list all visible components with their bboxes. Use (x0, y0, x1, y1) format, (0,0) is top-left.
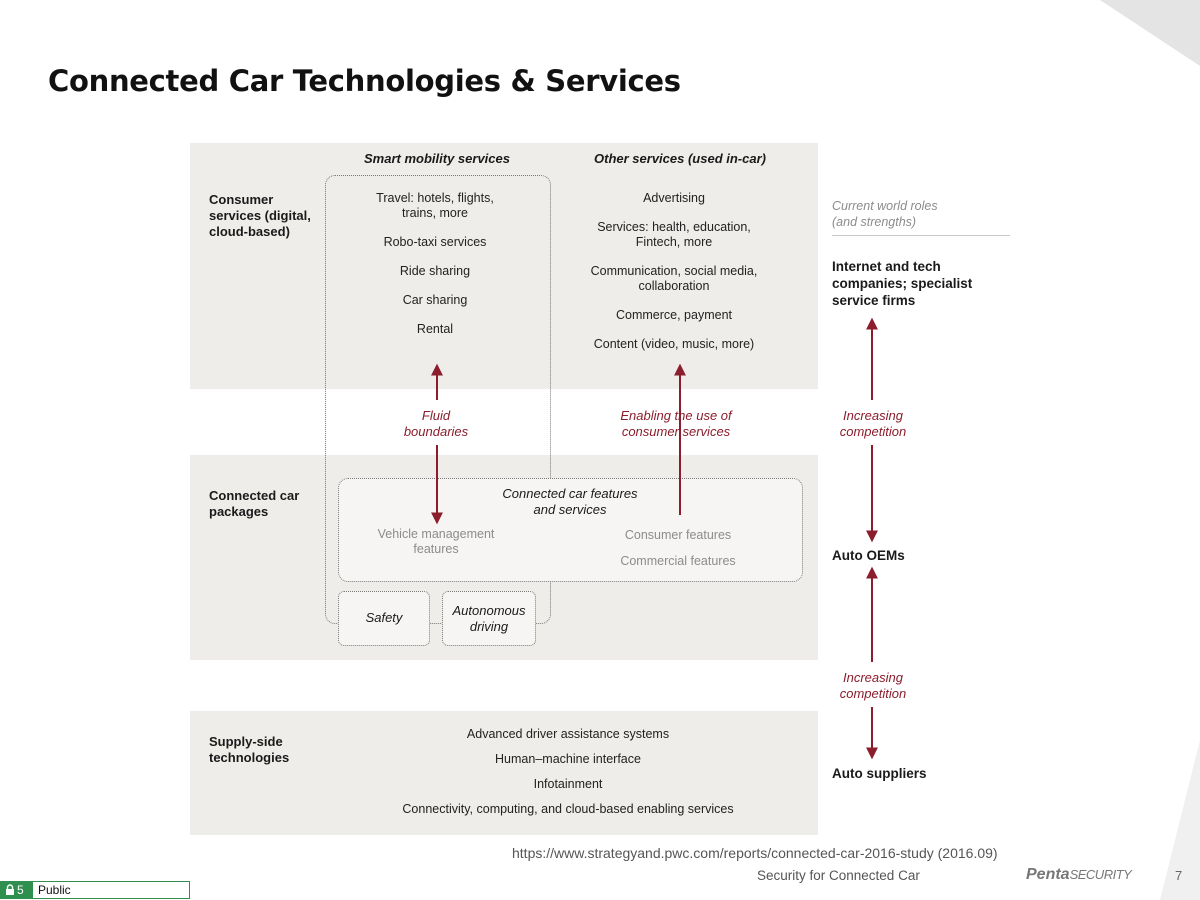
brand-logo: PentaSECURITY (1026, 866, 1132, 884)
list-item: Advanced driver assistance systems (466, 727, 670, 741)
list-item: Commerce, payment (615, 308, 732, 322)
slide-title: Connected Car Technologies & Services (48, 64, 681, 98)
supply-side-list: Advanced driver assistance systems Human… (370, 727, 766, 827)
safety-box (338, 591, 430, 646)
consumer-services-label: Consumer services (digital, cloud-based) (209, 192, 311, 239)
increasing-competition-label-2: Increasing competition (839, 670, 907, 701)
supply-panel (190, 711, 818, 835)
corner-decoration-bottom (1160, 740, 1200, 900)
brand-logo-light: SECURITY (1069, 867, 1132, 882)
corner-decoration-top (1100, 0, 1200, 66)
list-item: Robo-taxi services (383, 235, 487, 249)
footer-text: Security for Connected Car (757, 868, 920, 883)
roles-divider (832, 235, 1010, 236)
connected-features-box (338, 478, 803, 582)
classification-label: Public (38, 883, 71, 897)
autonomous-box (442, 591, 536, 646)
smart-mobility-title: Smart mobility services (364, 151, 510, 166)
fluid-boundaries-label: Fluid boundaries (403, 408, 469, 439)
roles-header: Current world roles (and strengths) (832, 199, 938, 229)
commercial-features: Commercial features (620, 554, 736, 568)
vehicle-management-features: Vehicle management features (377, 527, 495, 556)
increasing-competition-label-1: Increasing competition (839, 408, 907, 439)
smart-mobility-boundary (325, 175, 551, 624)
autonomous-driving-label: Autonomous driving (452, 603, 526, 634)
page-number: 7 (1175, 868, 1183, 883)
list-item: Travel: hotels, flights, trains, more (376, 191, 494, 220)
list-item: Services: health, education, Fintech, mo… (597, 220, 751, 249)
classification-level: 5 (17, 883, 24, 897)
list-item: Communication, social media, collaborati… (590, 264, 758, 293)
list-item: Infotainment (533, 777, 603, 791)
auto-oems-label: Auto OEMs (832, 548, 905, 563)
connected-features-title: Connected car features and services (502, 486, 638, 517)
connected-packages-label: Connected car packages (209, 488, 300, 519)
lock-icon (6, 884, 14, 895)
consumer-features: Consumer features (624, 528, 732, 542)
other-services-list: Advertising Services: health, education,… (574, 191, 774, 361)
internet-tech-companies-label: Internet and tech companies; specialist … (832, 259, 973, 308)
list-item: Advertising (643, 191, 705, 205)
list-item: Car sharing (402, 293, 468, 307)
list-item: Human–machine interface (495, 752, 641, 766)
auto-suppliers-label: Auto suppliers (832, 766, 927, 781)
list-item: Ride sharing (399, 264, 471, 278)
classification-level-box: 5 (1, 882, 33, 898)
smart-mobility-list: Travel: hotels, flights, trains, more Ro… (352, 191, 518, 351)
brand-logo-bold: Penta (1026, 866, 1070, 883)
enabling-consumer-services-label: Enabling the use of consumer services (620, 408, 732, 439)
consumer-panel (190, 143, 818, 389)
source-link[interactable]: https://www.strategyand.pwc.com/reports/… (512, 845, 998, 861)
safety-label: Safety (365, 610, 403, 625)
list-item: Connectivity, computing, and cloud-based… (402, 802, 734, 816)
list-item: Rental (416, 322, 454, 336)
other-services-title: Other services (used in-car) (594, 151, 766, 166)
supply-side-label: Supply-side technologies (209, 734, 290, 765)
classification-badge: 5 Public (0, 881, 190, 899)
list-item: Content (video, music, more) (593, 337, 755, 351)
